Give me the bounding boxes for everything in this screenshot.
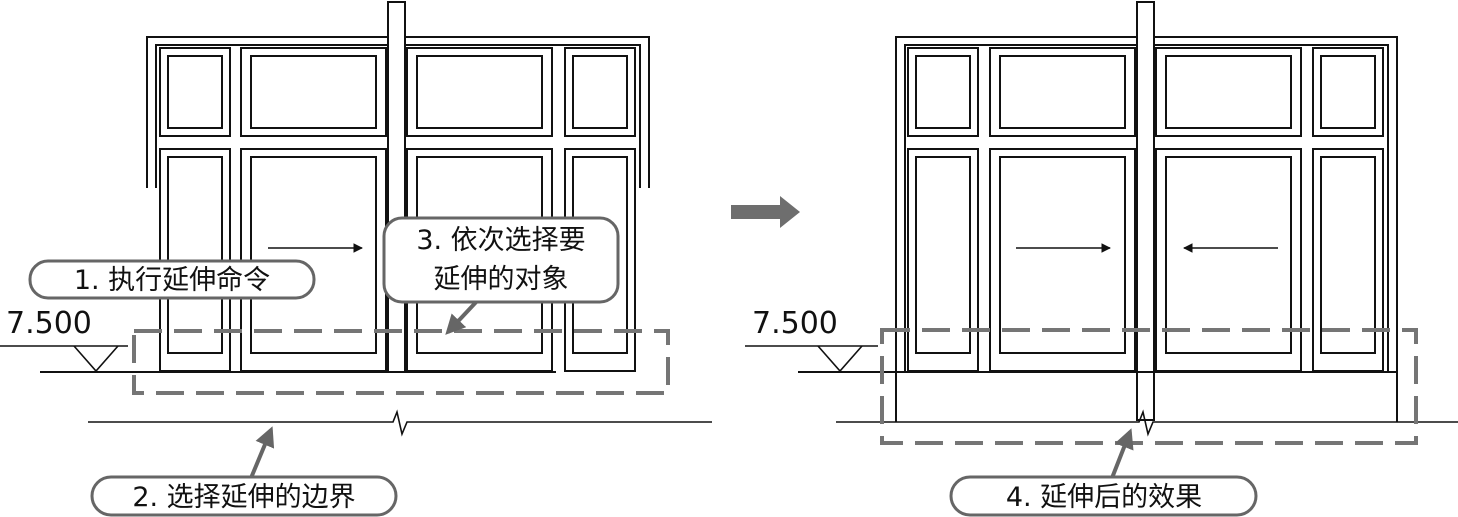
window-frame-after xyxy=(798,1,1398,422)
level-marker-after: 7.500 xyxy=(745,306,878,373)
pointer-to-objects xyxy=(445,298,480,335)
ground-line xyxy=(88,409,712,437)
level-label-after: 7.500 xyxy=(752,306,838,341)
callout-step2: 2. 选择延伸的边界 xyxy=(90,475,398,517)
callout-step4-text: 4. 延伸后的效果 xyxy=(1006,482,1202,513)
before-panel: 7.500 1. 执行延伸命令 2. 选择延伸的边界 3. 依次选择要 延伸的对… xyxy=(0,1,712,517)
callout-step2-text: 2. 选择延伸的边界 xyxy=(132,482,355,513)
transom-panes xyxy=(159,47,636,137)
pointer-to-result xyxy=(1110,428,1134,479)
after-panel: 7.500 4. 延伸后的效果 xyxy=(745,1,1458,517)
callout-step4: 4. 延伸后的效果 xyxy=(949,475,1258,517)
transom-panes-after xyxy=(907,47,1384,137)
callout-step1-text: 1. 执行延伸命令 xyxy=(74,265,270,296)
transition-arrow-icon xyxy=(731,196,800,228)
center-mullion xyxy=(387,1,406,373)
callout-step3: 3. 依次选择要 延伸的对象 xyxy=(382,216,620,304)
level-marker: 7.500 xyxy=(0,306,128,373)
center-mullion-after xyxy=(1136,1,1155,421)
level-label: 7.500 xyxy=(6,306,92,341)
callout-step1: 1. 执行延伸命令 xyxy=(28,259,316,300)
result-selection-box xyxy=(880,328,1418,445)
boundary-selection-box xyxy=(132,329,670,395)
objects-to-extend xyxy=(146,175,650,188)
pointer-to-boundary xyxy=(249,426,275,479)
callout-step3-line1: 3. 依次选择要 xyxy=(416,225,585,256)
callout-step3-line2: 延伸的对象 xyxy=(434,264,569,295)
window-frame xyxy=(40,1,650,373)
ground-line-after xyxy=(836,409,1458,437)
